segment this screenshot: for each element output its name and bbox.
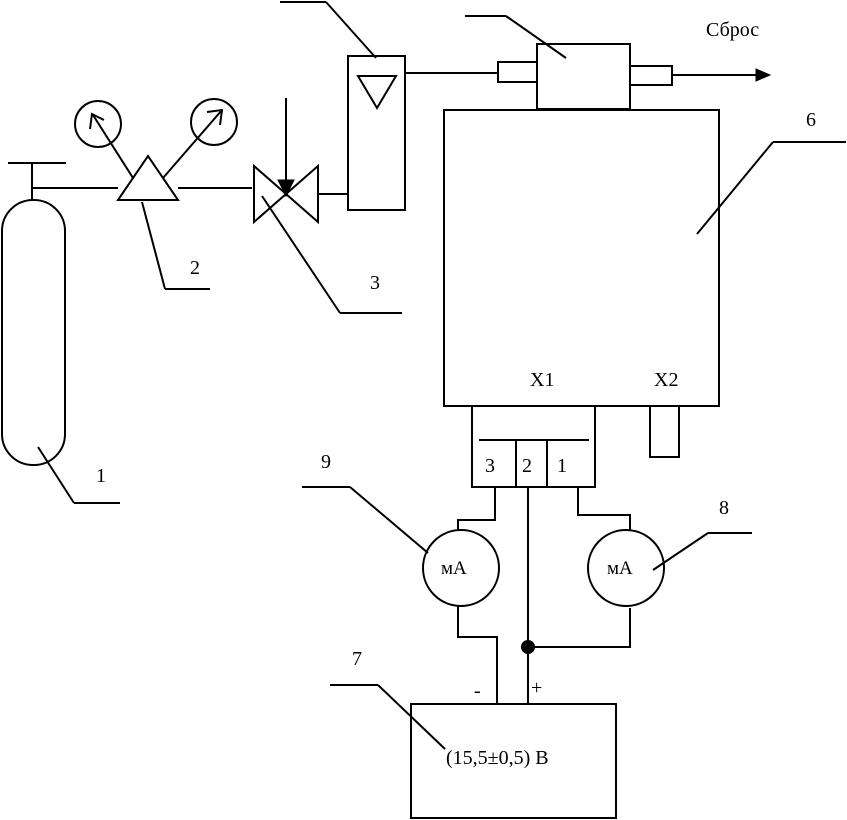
gas-detector [443, 109, 720, 407]
label-7: 7 [352, 648, 362, 670]
label-3: 3 [370, 272, 380, 294]
connector-x2-label: X2 [654, 369, 678, 391]
label-2: 2 [190, 257, 200, 279]
pressure-gauge-right [190, 98, 238, 146]
psu-voltage-label: (15,5±0,5) В [446, 747, 549, 769]
meter-right-label: мА [607, 558, 633, 579]
milliammeter-right [587, 529, 665, 607]
minus-terminal-label: - [474, 680, 481, 702]
rotameter [347, 55, 406, 211]
gas-cylinder [1, 199, 66, 466]
milliammeter-left [422, 529, 500, 607]
junction-dot [521, 640, 535, 654]
label-8: 8 [719, 497, 729, 519]
plus-terminal-label: + [531, 677, 542, 699]
gas-adapter [536, 43, 631, 110]
gas-adapter-inlet [497, 61, 538, 83]
pressure-reducer [116, 154, 180, 201]
power-supply [410, 703, 617, 819]
pin-2-label: 2 [522, 455, 532, 477]
gas-adapter-outlet [629, 65, 673, 86]
connector-x1-label: X1 [530, 369, 554, 391]
connector-x2 [649, 405, 680, 458]
meter-left-label: мА [441, 558, 467, 579]
label-9: 9 [321, 451, 331, 473]
label-6: 6 [806, 109, 816, 131]
label-1: 1 [96, 465, 106, 487]
needle-valve [253, 163, 288, 225]
pin-1-label: 1 [557, 455, 567, 477]
pressure-gauge-left [74, 100, 122, 148]
exhaust-label: Сброс [706, 19, 759, 41]
pin-3-label: 3 [485, 455, 495, 477]
connector-x1 [471, 405, 596, 488]
